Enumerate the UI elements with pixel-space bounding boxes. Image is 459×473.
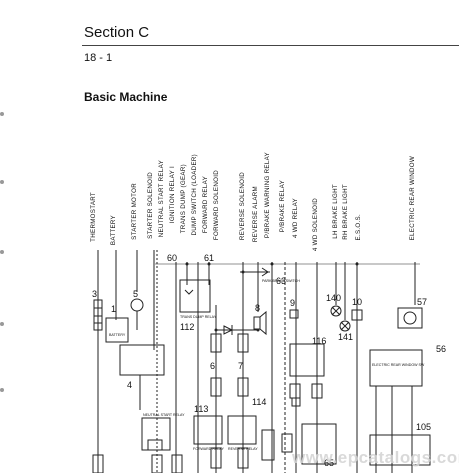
ref-63: 63 — [276, 276, 286, 286]
ref-60: 60 — [167, 253, 177, 263]
ref-1: 1 — [111, 304, 116, 314]
binding-mark — [0, 250, 4, 254]
ref-61: 61 — [204, 253, 214, 263]
binding-mark — [0, 180, 4, 184]
ref-10: 10 — [352, 297, 362, 307]
binding-mark — [0, 322, 4, 326]
binding-mark — [0, 112, 4, 116]
battery-box-label: BATTERY — [109, 333, 126, 337]
ref-7: 7 — [238, 361, 243, 371]
ref-113: 113 — [194, 404, 208, 414]
ref-56: 56 — [436, 344, 446, 354]
page-subtitle: Basic Machine — [84, 90, 168, 104]
watermark: www.epcatalogs.com — [292, 448, 459, 467]
binding-mark — [0, 388, 4, 392]
ref-57: 57 — [417, 297, 427, 307]
ref-3: 3 — [92, 289, 97, 299]
ref-5: 5 — [133, 289, 138, 299]
section-title: Section C — [84, 24, 150, 41]
ref-114: 114 — [252, 397, 266, 407]
ref-9: 9 — [290, 298, 295, 308]
rear-window-switch-label: ELECTRIC REAR WINDOW SW — [372, 363, 425, 367]
ref-141: 141 — [338, 332, 353, 342]
ref-4: 4 — [127, 380, 132, 390]
ref-65: 65 — [324, 458, 334, 468]
park-brake-switch-label: PARK BRAKE SWITCH — [262, 279, 300, 283]
ref-140: 140 — [326, 293, 341, 303]
header-rule — [82, 45, 459, 46]
page-number: 18 - 1 — [84, 52, 113, 64]
ref-105: 105 — [416, 422, 431, 432]
ref-8: 8 — [255, 303, 260, 313]
trans-dump-relay-box-label: TRANS DUMP RELAY — [180, 315, 217, 319]
forward-relay-box-label: FORWARD RELAY — [193, 447, 224, 451]
ref-116: 116 — [312, 336, 326, 346]
ref-6: 6 — [210, 361, 215, 371]
neutral-start-relay-box-label: NEUTRAL START RELAY — [143, 413, 185, 417]
reverse-relay-box-label: REVERSE RELAY — [228, 447, 258, 451]
ref-112: 112 — [180, 322, 194, 332]
